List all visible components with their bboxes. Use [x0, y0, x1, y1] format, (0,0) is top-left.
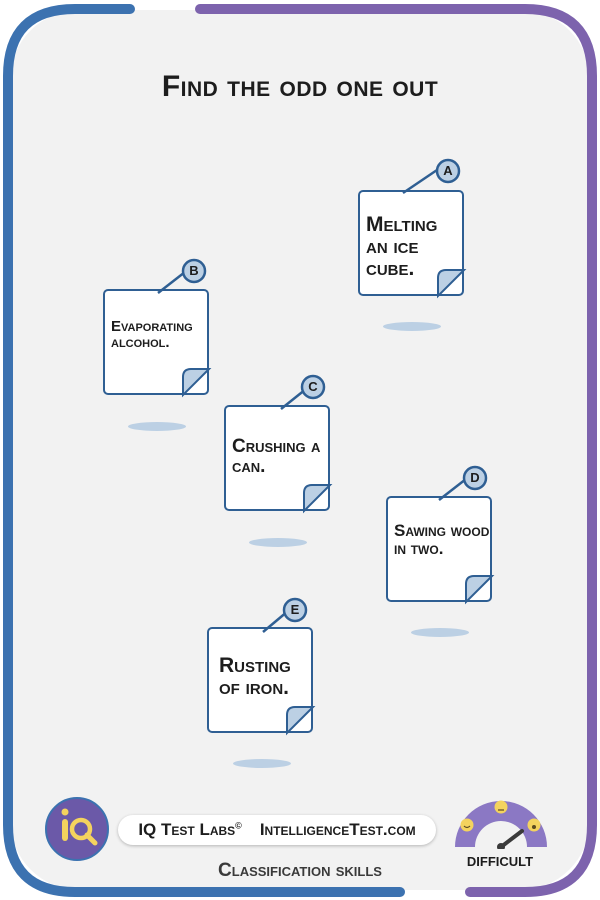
folded-corner-icon	[182, 368, 212, 398]
option-letter-b: B	[189, 263, 199, 278]
note-shadow	[249, 538, 307, 547]
option-text: Crushing a can.	[232, 436, 321, 477]
pin-icon	[438, 465, 488, 501]
page-title: Find the odd one out	[161, 70, 439, 103]
folded-corner-icon	[303, 484, 333, 514]
category-label: Classification skills	[218, 860, 382, 881]
note-shadow	[233, 759, 291, 768]
option-letter-e: E	[290, 602, 300, 617]
pin-icon	[262, 597, 308, 633]
site-link[interactable]: IntelligenceTest.com	[259, 820, 416, 839]
difficulty-gauge-icon	[455, 800, 547, 849]
option-card-d[interactable]: Sawing wood in two.	[386, 496, 496, 606]
pin-icon	[402, 158, 461, 195]
option-card-a[interactable]: Melting an ice cube.	[358, 190, 468, 300]
option-card-b[interactable]: Evaporating alcohol.	[103, 289, 213, 399]
sticky-note	[224, 405, 330, 511]
pin-icon	[157, 258, 207, 294]
option-letter-a: A	[443, 163, 453, 178]
option-text: Rusting of iron.	[219, 654, 291, 700]
option-card-c[interactable]: Crushing a can.	[224, 405, 334, 515]
option-text: Melting an ice cube.	[366, 213, 438, 281]
option-text: Evaporating alcohol.	[111, 318, 193, 351]
copyright-mark: ©	[235, 820, 242, 831]
brand-name: IQ Test Labs©	[138, 820, 242, 839]
note-shadow	[383, 322, 441, 331]
pin-icon	[280, 374, 326, 410]
folded-corner-icon	[465, 575, 495, 605]
option-letter-d: D	[470, 470, 480, 485]
option-card-e[interactable]: Rusting of iron.	[207, 627, 317, 737]
brand-bar: IQ Test Labs© IntelligenceTest.com	[118, 815, 436, 845]
difficulty-label: DIFFICULT	[466, 854, 534, 869]
note-shadow	[128, 422, 186, 431]
note-shadow	[411, 628, 469, 637]
iq-logo-icon	[45, 797, 109, 861]
folded-corner-icon	[286, 706, 316, 736]
option-letter-c: C	[308, 379, 318, 394]
option-text: Sawing wood in two.	[394, 521, 490, 558]
folded-corner-icon	[437, 269, 467, 299]
